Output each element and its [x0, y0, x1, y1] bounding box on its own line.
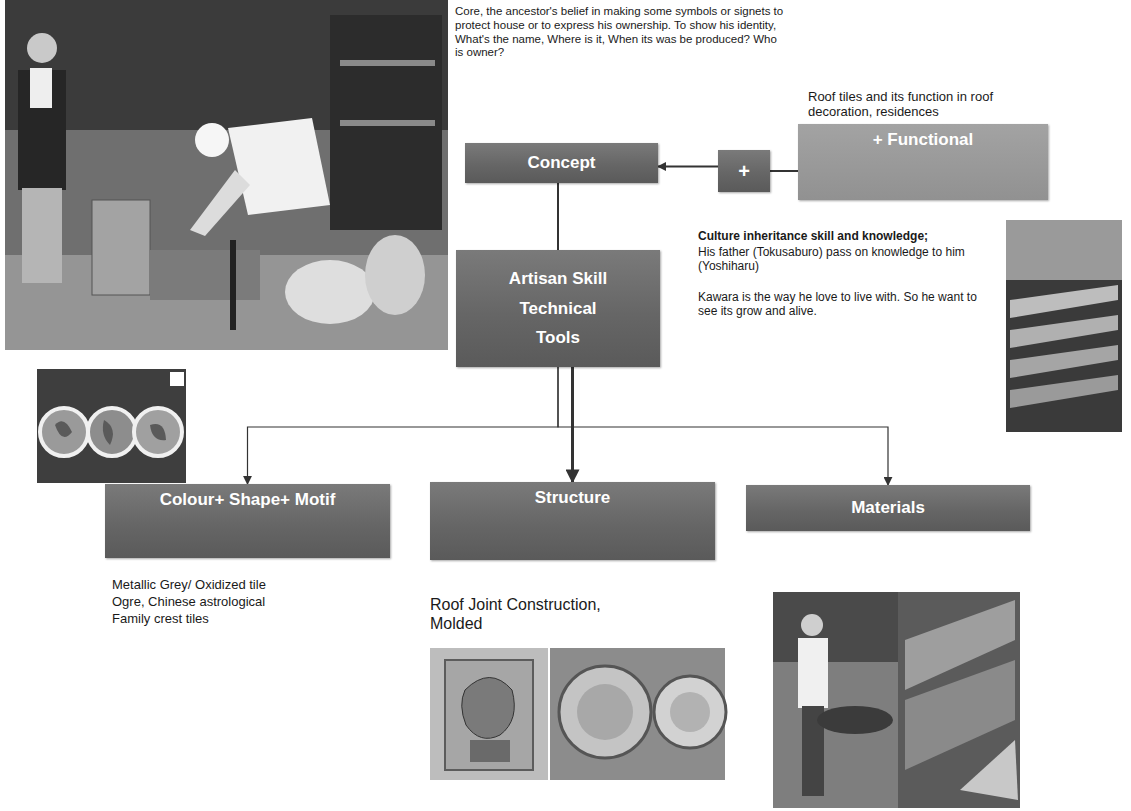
node-label: Colour+ Shape+ Motif	[160, 490, 336, 510]
photo-tile-row	[1010, 345, 1118, 378]
node-label: Structure	[535, 488, 611, 508]
photo-wall	[1006, 220, 1122, 280]
connector-arrow	[558, 367, 888, 485]
photo-board	[960, 740, 1018, 800]
photo-ogre-base	[470, 740, 510, 762]
node-label: +	[738, 159, 750, 183]
photo-towel	[30, 68, 52, 108]
structure-photos	[430, 648, 726, 780]
connector-arrow	[571, 367, 574, 482]
culture-note: His father (Tokusaburo) pass on knowledg…	[698, 245, 998, 274]
motif-note: Ogre, Chinese astrological	[112, 595, 372, 610]
connector-arrow	[557, 183, 559, 250]
photo-bag	[285, 260, 375, 324]
functional-box: + Functional	[798, 124, 1048, 200]
photo-motif	[150, 424, 166, 440]
photo-person	[798, 638, 828, 708]
photo-artisan-cap	[195, 123, 229, 157]
connector-arrow	[770, 170, 798, 172]
connector-arrow	[658, 166, 718, 168]
photo-rack	[330, 15, 442, 230]
photo-mold-inner	[670, 692, 710, 732]
node-label: + Functional	[873, 130, 974, 150]
workshop-photo	[5, 0, 448, 350]
materials-box: Materials	[746, 485, 1030, 531]
photo-artisan-arm	[190, 170, 250, 236]
photo-mold-inner	[577, 684, 633, 740]
photo-shelf	[340, 120, 435, 126]
photo-tile	[40, 408, 88, 456]
node-label: Artisan Skill Technical Tools	[502, 264, 614, 353]
photo-motif	[103, 420, 113, 445]
photo-ground	[430, 648, 548, 780]
photo-ground	[1006, 220, 1122, 432]
photo-tile-row	[1010, 315, 1118, 348]
photo-highlight	[170, 372, 184, 386]
photo-tile	[134, 408, 182, 456]
connector-arrow	[248, 367, 559, 484]
materials-photos	[773, 592, 1020, 808]
photo-ogre-face	[462, 678, 515, 739]
plus-box: +	[718, 150, 770, 192]
photo-ground	[5, 0, 448, 350]
photo-bag	[365, 235, 425, 315]
motif-note: Family crest tiles	[112, 612, 372, 627]
culture-note: Kawara is the way he love to live with. …	[698, 290, 998, 319]
photo-ground	[898, 592, 1020, 808]
photo-shelf	[340, 60, 435, 66]
concept-box: Concept	[465, 143, 658, 183]
photo-mold	[559, 666, 651, 758]
photo-ground	[773, 592, 898, 808]
photo-ground	[37, 369, 186, 483]
photo-tile-row	[1010, 375, 1118, 408]
photo-ground	[550, 648, 725, 780]
culture-heading: Culture inheritance skill and knowledge;	[698, 229, 998, 243]
photo-tile-row	[1010, 285, 1118, 318]
photo-tool	[230, 240, 236, 330]
photo-mold	[654, 676, 726, 748]
photo-clay	[150, 250, 260, 300]
photo-clay-pile	[905, 660, 1015, 770]
photo-ogre-tile	[445, 660, 533, 770]
structure-note: Roof Joint Construction, Molded	[430, 595, 645, 633]
crest-tiles-photo	[37, 369, 186, 483]
artisan-box: Artisan Skill Technical Tools	[456, 250, 660, 367]
kiln-photo	[1006, 220, 1122, 432]
functional-note: Roof tiles and its function in roof deco…	[808, 90, 1038, 120]
photo-artisan-shirt	[228, 118, 330, 215]
motif-note: Metallic Grey/ Oxidized tile	[112, 578, 372, 593]
concept-note: Core, the ancestor's belief in making so…	[455, 5, 785, 60]
photo-tile	[88, 408, 136, 456]
node-label: Materials	[851, 498, 925, 518]
motif-box: Colour+ Shape+ Motif	[105, 484, 390, 558]
photo-head	[27, 33, 57, 63]
node-label: Concept	[528, 153, 596, 173]
photo-legs	[22, 188, 62, 283]
photo-mold	[92, 200, 150, 295]
photo-wall	[773, 592, 898, 662]
structure-box: Structure	[430, 482, 715, 560]
photo-head	[801, 614, 823, 636]
photo-motif	[55, 421, 72, 437]
photo-wheel	[817, 706, 893, 734]
